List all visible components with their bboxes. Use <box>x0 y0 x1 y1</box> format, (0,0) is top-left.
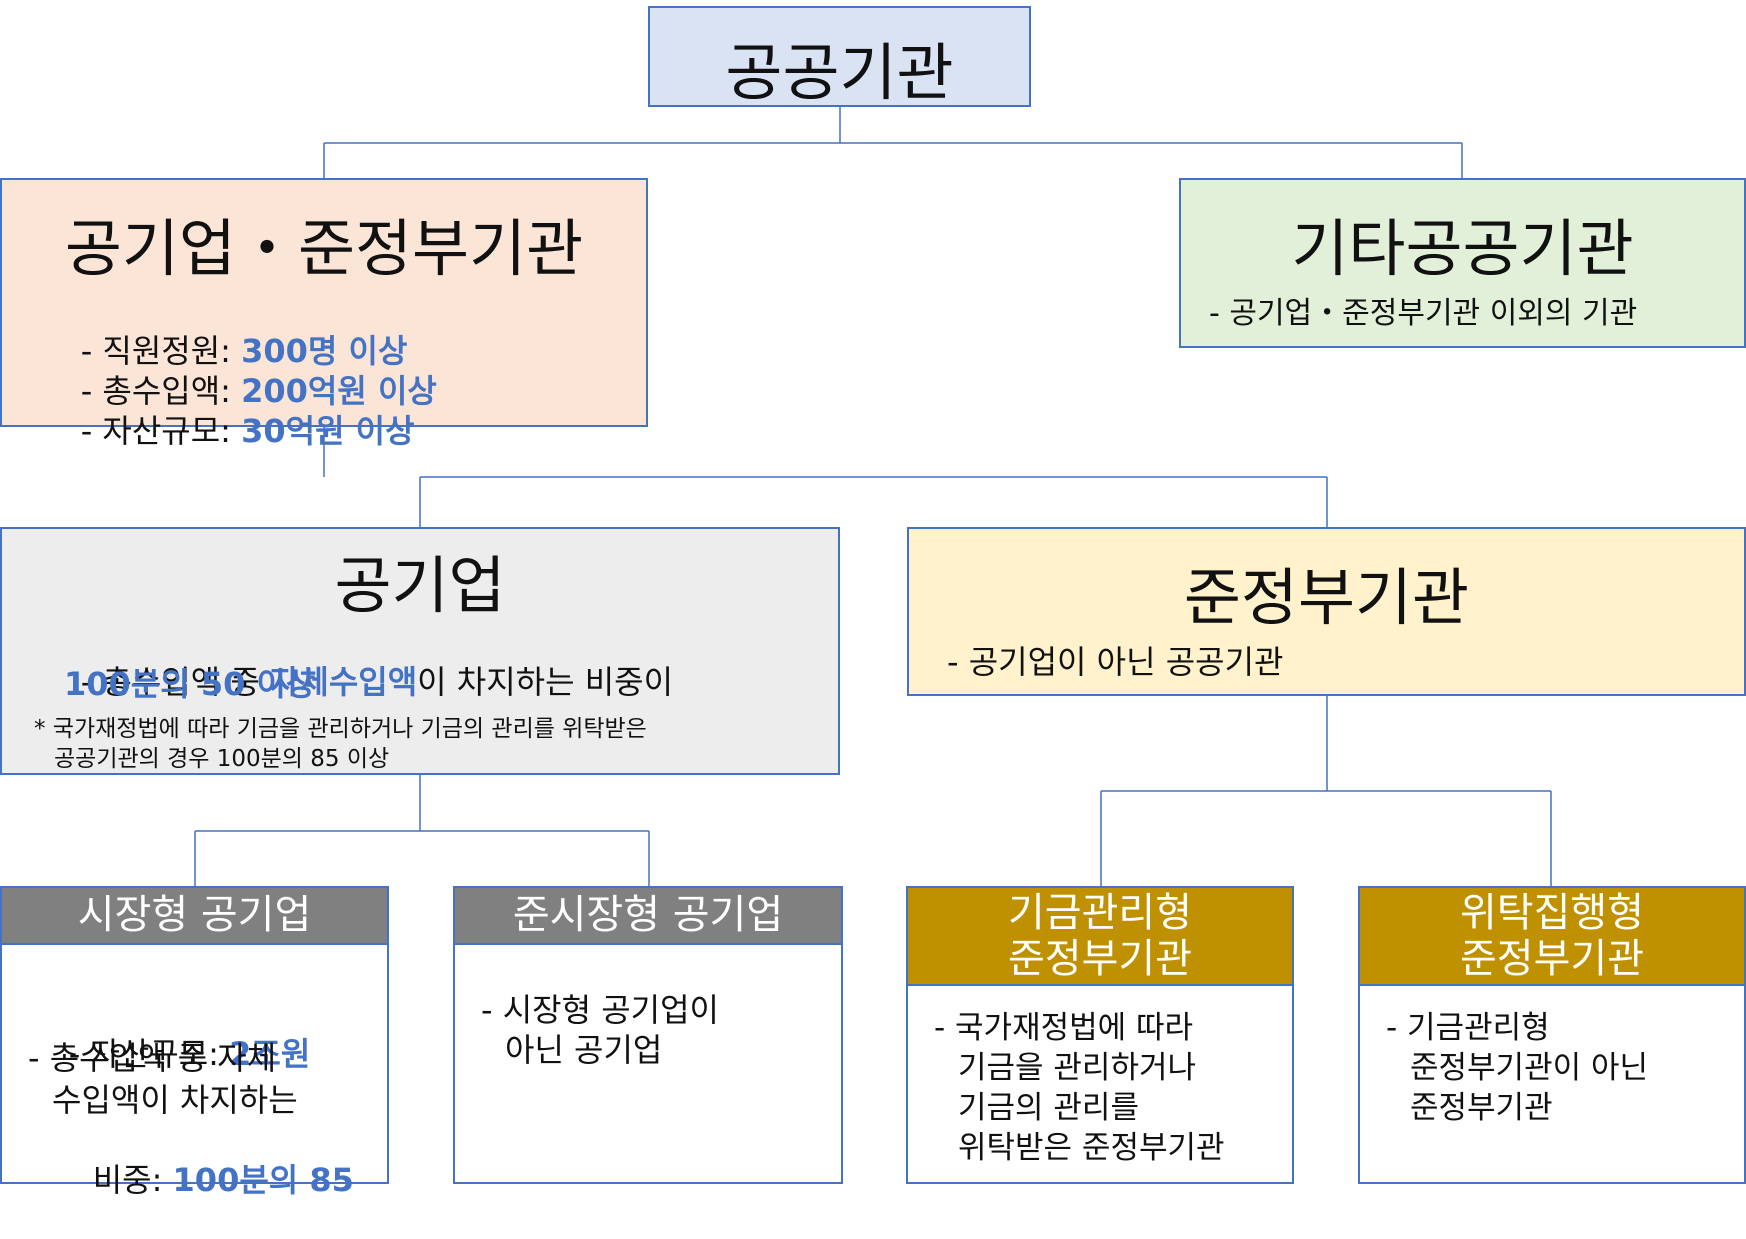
market-type-body: - 자산규모: 2조원 - 총수입액 중 자체 수입액이 차지하는 비중: 10… <box>0 943 389 1199</box>
consign-exec-desc-line2: 준정부기관이 아닌 <box>1410 1050 1649 1086</box>
quasi-market-type-desc-line1: - 시장형 공기업이 <box>481 991 719 1029</box>
public-corp-desc: - 총수입액 중 자체수입액이 차지하는 비중이 <box>80 663 674 701</box>
connector-corp-quasi-to-level3 <box>323 427 1328 527</box>
quasi-market-type-desc-line2: 아닌 공기업 <box>505 1031 663 1069</box>
fund-mgmt-type-title-line1: 기금관리형 <box>1008 890 1192 936</box>
quasi-market-type-body: - 시장형 공기업이 아닌 공기업 <box>453 943 843 1184</box>
public-corp-threshold: 100분의 50 이상 <box>64 665 316 703</box>
quasi-market-type-header: 준시장형 공기업 <box>453 886 843 945</box>
fund-mgmt-type-title-line2: 준정부기관 <box>1008 936 1192 982</box>
criteria-revenue: - 총수입액: 200억원 이상 <box>80 372 437 410</box>
criteria-assets: - 자산규모: 30억원 이상 <box>80 412 415 450</box>
quasi-gov-desc: - 공기업이 아닌 공공기관 <box>947 643 1284 681</box>
fund-mgmt-desc-line3: 기금의 관리를 <box>958 1090 1139 1126</box>
consign-exec-desc-line1: - 기금관리형 <box>1386 1010 1550 1046</box>
consign-exec-type-title-line1: 위탁집행형 <box>1460 890 1644 936</box>
fund-mgmt-type-body: - 국가재정법에 따라 기금을 관리하거나 기금의 관리를 위탁받은 준정부기관 <box>906 984 1294 1184</box>
public-corp-title: 공기업 <box>334 549 506 622</box>
quasi-market-type-title: 준시장형 공기업 <box>512 892 784 938</box>
market-type-assets: - 자산규모: 2조원 <box>68 1035 311 1073</box>
market-type-revenue-line3: 비중: 100분의 85 <box>92 1161 354 1199</box>
consign-exec-desc-line3: 준정부기관 <box>1410 1090 1553 1126</box>
fund-mgmt-type-header: 기금관리형 준정부기관 <box>906 886 1294 986</box>
criteria-staff: - 직원정원: 300명 이상 <box>80 332 408 370</box>
fund-mgmt-desc-line4: 위탁받은 준정부기관 <box>958 1130 1225 1166</box>
other-public-title: 기타공공기관 <box>1291 212 1634 285</box>
public-corp-note-line2: 공공기관의 경우 100분의 85 이상 <box>54 746 390 772</box>
market-type-revenue-line1: - 총수입액 중 자체 <box>28 1039 277 1077</box>
quasi-gov-title: 준정부기관 <box>1183 561 1470 634</box>
root-node: 공공기관 <box>648 6 1031 109</box>
other-public-node: 기타공공기관 - 공기업・준정부기관 이외의 기관 <box>1179 178 1746 348</box>
market-type-revenue-line2: 수입액이 차지하는 <box>52 1081 298 1119</box>
market-type-header: 시장형 공기업 <box>0 886 389 945</box>
consign-exec-type-body: - 기금관리형 준정부기관이 아닌 준정부기관 <box>1358 984 1746 1184</box>
quasi-gov-node: 준정부기관 - 공기업이 아닌 공공기관 <box>907 527 1746 696</box>
connector-public-corp-to-types <box>194 775 650 886</box>
connector-lines <box>194 107 1552 886</box>
public-corp-node: 공기업 - 총수입액 중 자체수입액이 차지하는 비중이 100분의 50 이상… <box>0 527 840 775</box>
other-public-desc: - 공기업・준정부기관 이외의 기관 <box>1209 296 1638 331</box>
fund-mgmt-desc-line1: - 국가재정법에 따라 <box>934 1010 1194 1046</box>
public-corp-quasi-title: 공기업・준정부기관 <box>64 212 584 285</box>
fund-mgmt-desc-line2: 기금을 관리하거나 <box>958 1050 1197 1086</box>
consign-exec-type-title-line2: 준정부기관 <box>1460 936 1644 982</box>
public-corp-quasi-node: 공기업・준정부기관 - 직원정원: 300명 이상 - 총수입액: 200억원 … <box>0 178 648 450</box>
connector-quasi-to-types <box>1100 696 1552 886</box>
consign-exec-type-header: 위탁집행형 준정부기관 <box>1358 886 1746 986</box>
root-title: 공공기관 <box>725 36 954 109</box>
connector-root-to-level2 <box>323 107 1463 178</box>
public-corp-note-line1: * 국가재정법에 따라 기금을 관리하거나 기금의 관리를 위탁받은 <box>34 716 647 742</box>
market-type-title: 시장형 공기업 <box>77 892 312 938</box>
